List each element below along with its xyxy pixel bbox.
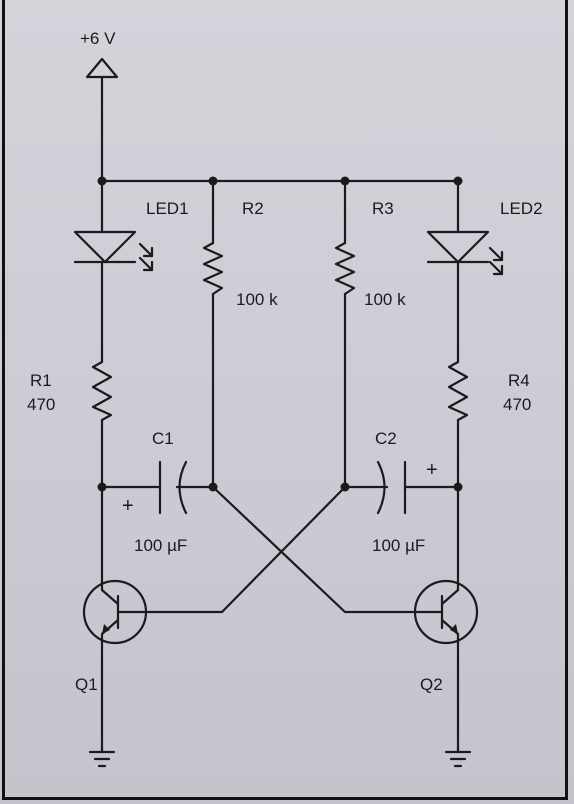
c2-label: C2: [375, 429, 397, 448]
q2-transistor: [413, 579, 479, 645]
c2-value: 100 µF: [372, 536, 425, 555]
r3-label: R3: [372, 199, 394, 218]
led2-label: LED2: [500, 199, 543, 218]
crossover-wire-c1-to-q2: [211, 485, 420, 614]
r2-resistor: [202, 241, 224, 296]
r2-value: 100 k: [236, 290, 278, 309]
r4-resistor: [447, 360, 469, 422]
r2-label: R2: [242, 199, 264, 218]
q1-label: Q1: [75, 675, 98, 694]
crossover-wire-c2-to-q1: [148, 485, 347, 614]
supply-terminal: [85, 57, 119, 183]
q1-ground-icon: [88, 750, 116, 768]
c1-value: 100 µF: [134, 536, 187, 555]
r3-value: 100 k: [364, 290, 406, 309]
r4-label: R4: [508, 371, 530, 390]
c1-label: C1: [152, 429, 174, 448]
c2-polarity: +: [426, 459, 438, 481]
r1-value: 470: [27, 395, 55, 414]
r3-resistor: [334, 241, 356, 296]
r1-label: R1: [30, 371, 52, 390]
supply-label: +6 V: [80, 29, 116, 48]
q2-label: Q2: [420, 675, 443, 694]
r1-resistor: [91, 360, 113, 422]
led1-label: LED1: [146, 199, 189, 218]
q1-transistor: [82, 579, 152, 645]
c1-polarity: +: [122, 495, 134, 517]
led1-symbol: [73, 230, 154, 272]
r4-value: 470: [503, 395, 531, 414]
q2-ground-icon: [444, 750, 472, 768]
led2-symbol: [426, 230, 504, 276]
